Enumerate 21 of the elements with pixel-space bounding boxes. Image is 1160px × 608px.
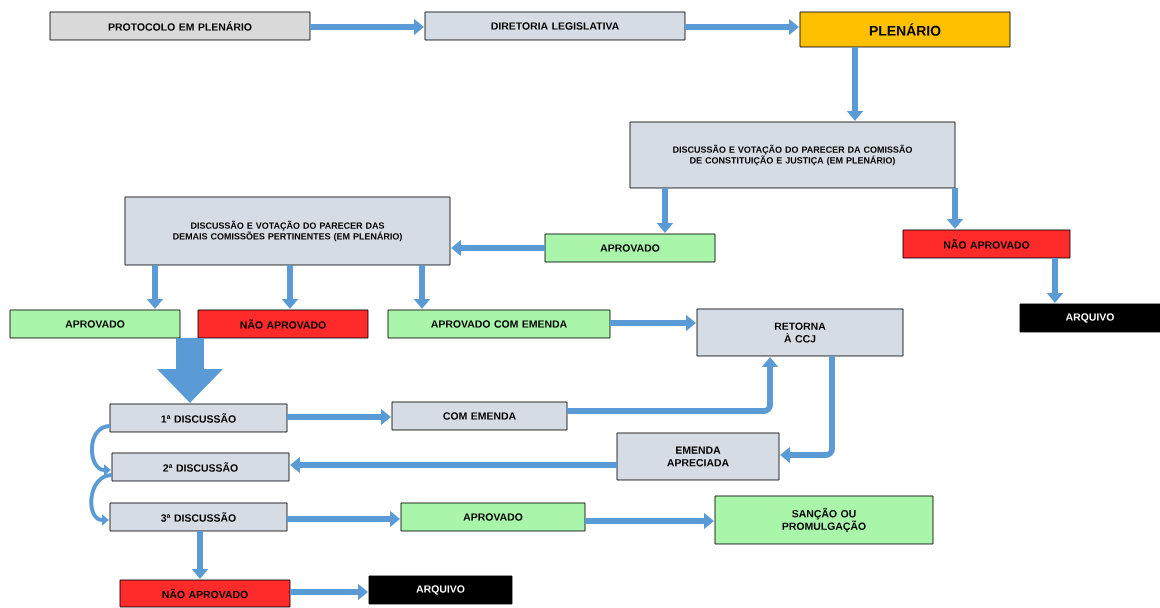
process-box: NÃO APROVADO	[197, 309, 369, 339]
process-box: NÃO APROVADO	[119, 579, 291, 608]
process-box: 1ª DISCUSSÃO	[109, 403, 288, 433]
process-box: SANÇÃO OU PROMULGAÇÃO	[714, 495, 934, 545]
process-box: ARQUIVO	[368, 575, 513, 605]
process-box: ARQUIVO	[1019, 303, 1160, 333]
process-box: 2ª DISCUSSÃO	[111, 452, 290, 482]
process-box: PLENÁRIO	[799, 11, 1011, 48]
process-box: DISCUSSÃO E VOTAÇÃO DO PARECER DA COMISSÃO DE CONSTITUIÇÃO E JUSTIÇA (EM PLENÁRIO)	[629, 121, 956, 189]
process-box: DIRETORIA LEGISLATIVA	[424, 11, 686, 41]
process-box: APROVADO	[544, 233, 716, 263]
process-box: 3ª DISCUSSÃO	[109, 502, 288, 532]
process-box: APROVADO	[9, 309, 181, 339]
process-box: NÃO APROVADO	[902, 229, 1071, 259]
process-box: DISCUSSÃO E VOTAÇÃO DO PARECER DAS DEMAIS COMISSÕES PERTINENTES (EM PLENÁRIO)	[124, 196, 451, 266]
process-box: EMENDA APRECIADA	[616, 432, 780, 481]
process-box: APROVADO COM EMENDA	[387, 309, 611, 339]
process-box: APROVADO	[400, 502, 586, 532]
process-box: PROTOCOLO EM PLENÁRIO	[49, 11, 311, 41]
process-box: COM EMENDA	[391, 401, 568, 431]
process-box: RETORNA À CCJ	[696, 308, 904, 357]
